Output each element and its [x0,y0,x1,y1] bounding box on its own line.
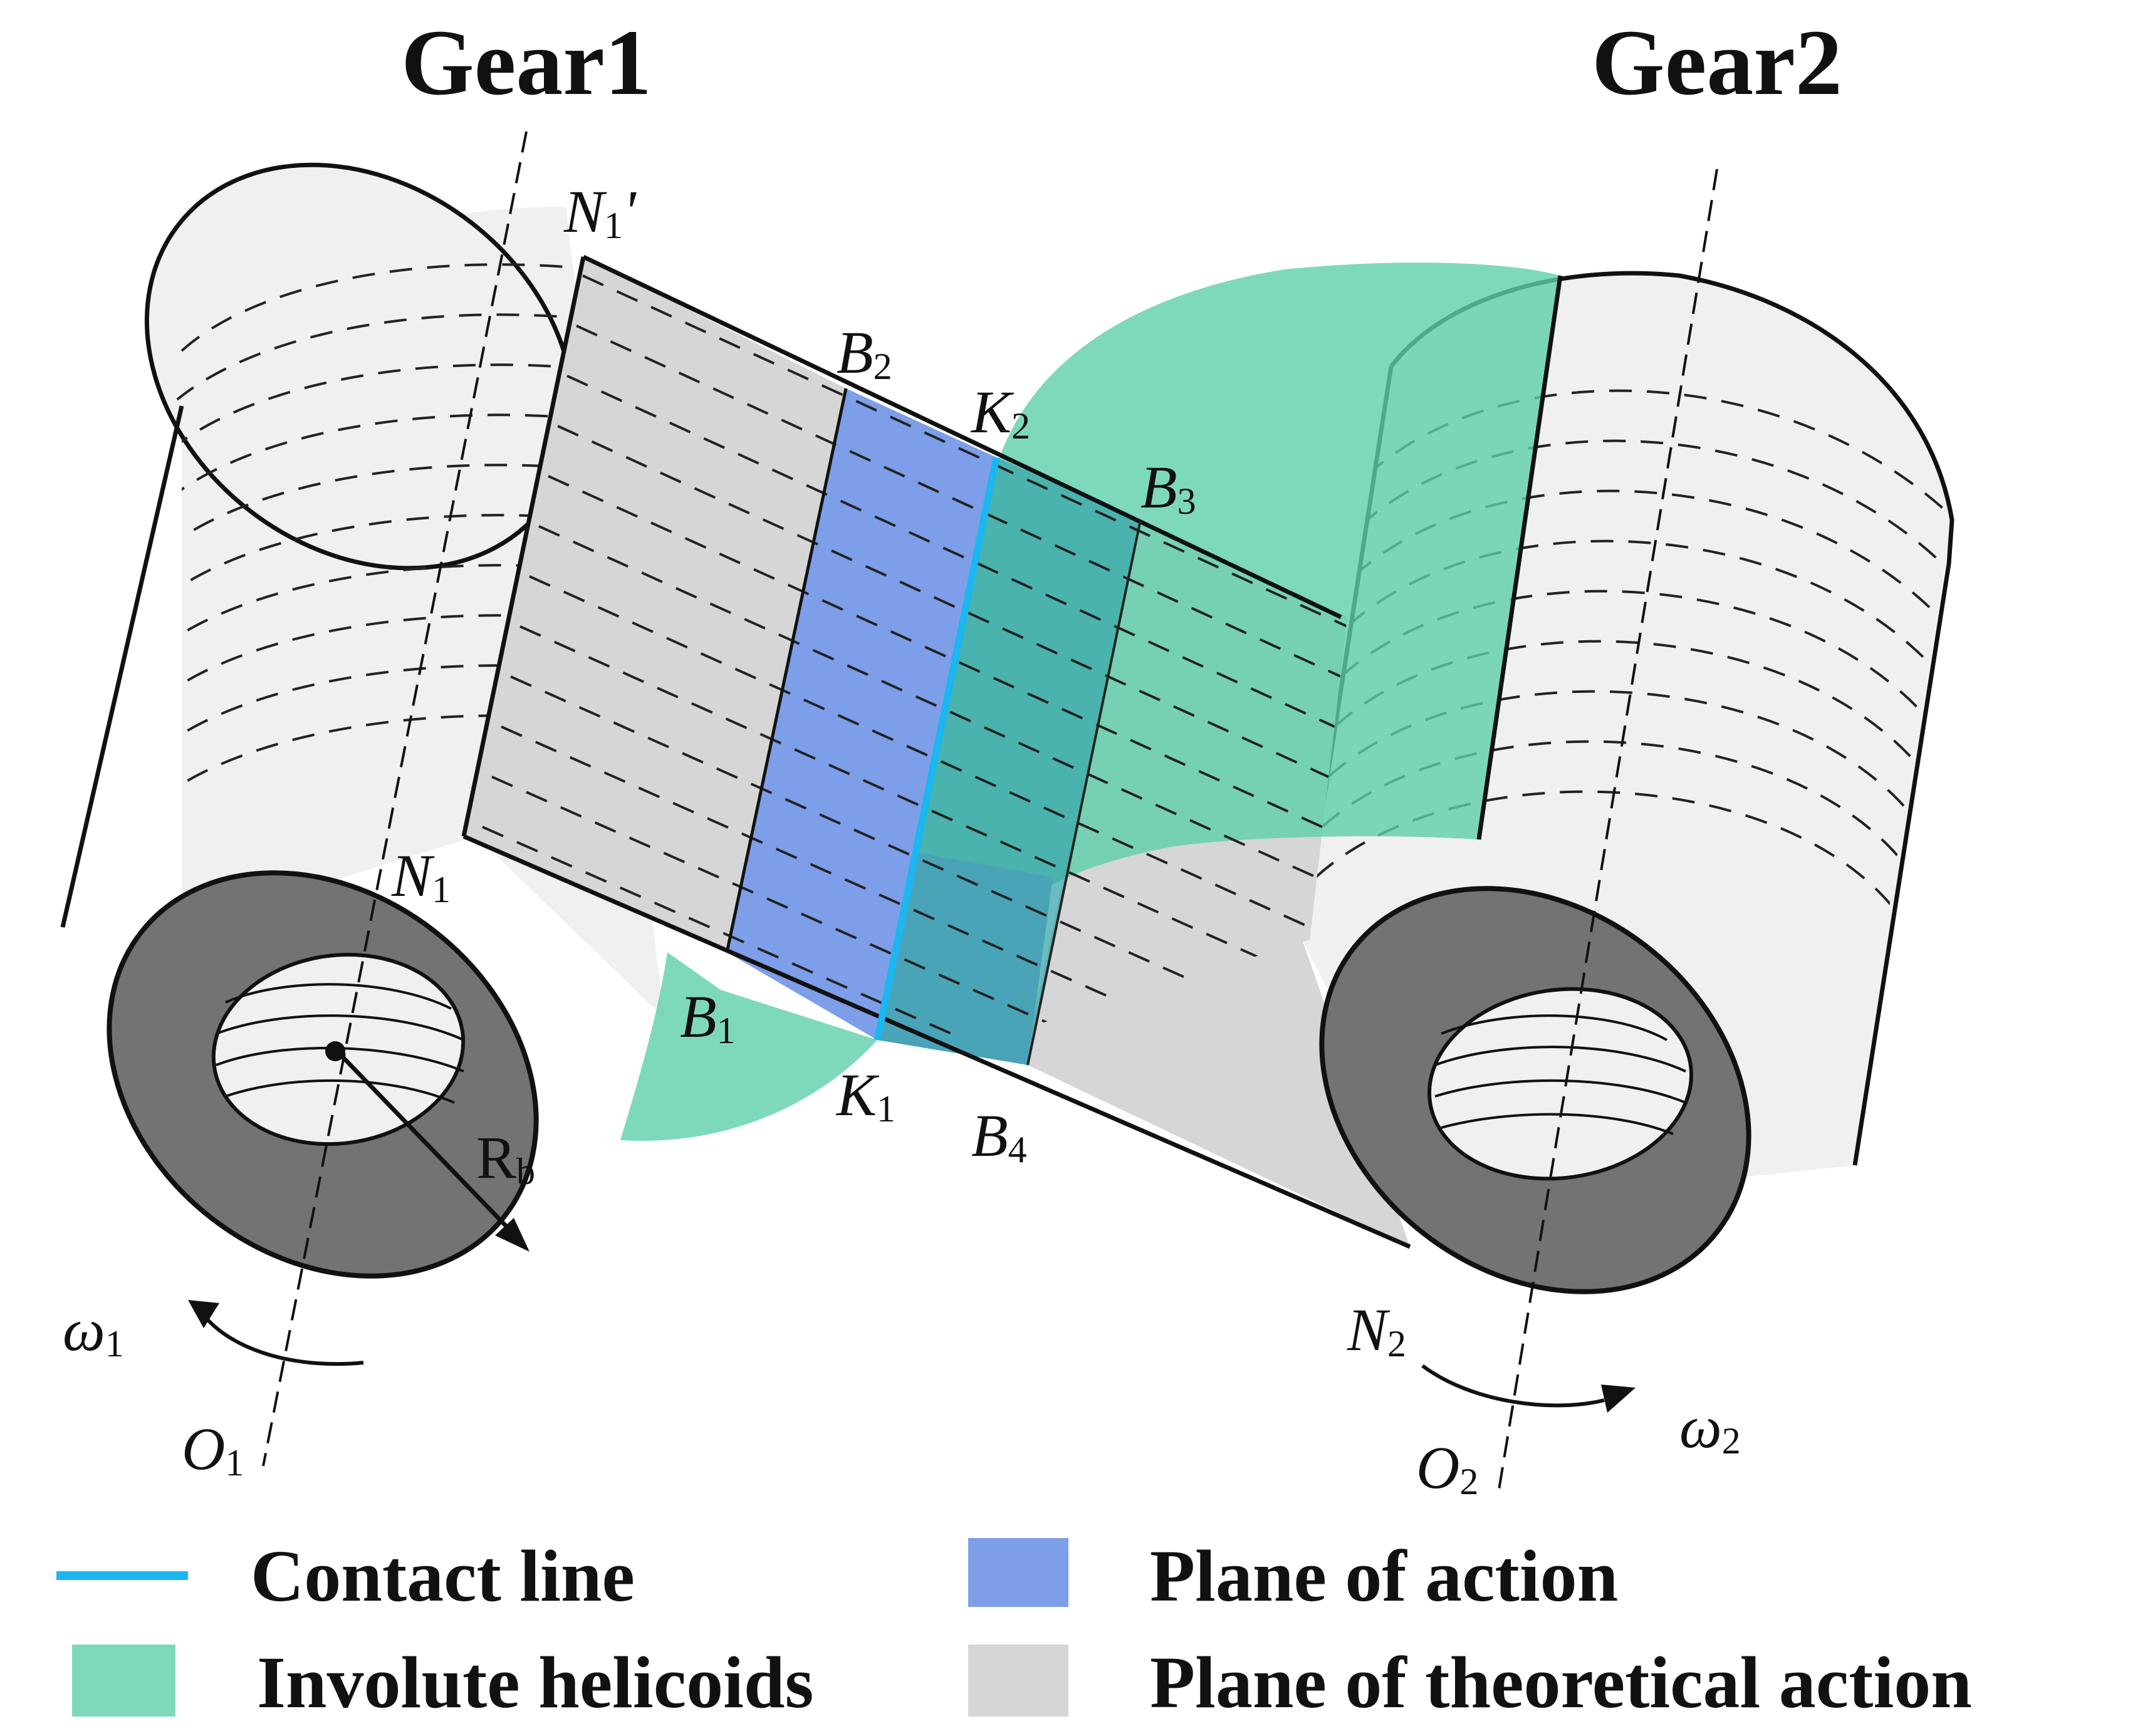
legend-plane-action-swatch [968,1538,1068,1607]
gear1-tooth-lines [155,263,596,803]
legend-contact-line-label: Contact line [251,1535,635,1617]
gear1-title: Gear1 [401,11,652,115]
gear2-tangent-edge [1476,275,1563,840]
plane-of-action-right [877,457,1140,1065]
label-b4: B4 [971,1102,1027,1170]
gear2-axis [1496,169,1718,1498]
gear1-axis [262,131,528,1467]
n1-edge [461,256,586,837]
gear1-front-face [107,870,539,1279]
label-n1: N1 [391,842,451,910]
base-radius-arrow [337,1051,530,1252]
gear2-title: Gear2 [1592,11,1842,115]
label-b2: B2 [837,319,892,387]
gear2-bore [1427,987,1694,1181]
label-n2: N2 [1347,1296,1406,1364]
label-o1: O1 [182,1415,244,1484]
label-omega1: ω1 [63,1296,124,1364]
label-o2: O2 [1416,1434,1478,1502]
gear1-silhouette-left [60,405,184,928]
label-k2: K2 [970,378,1030,447]
label-n1-prime: N1' [563,178,637,246]
gear1-cylinder [60,162,664,1018]
label-omega2: ω2 [1679,1393,1741,1462]
label-rb: Rb [476,1124,535,1192]
label-b3: B3 [1140,454,1196,522]
label-k1: K1 [835,1061,895,1130]
legend-involute-swatch [72,1645,175,1717]
legend-involute-label: Involute helicoids [257,1641,813,1723]
rotation-arrow-w2 [1421,1364,1636,1413]
contact-line [874,456,1000,1041]
b3-edge [1026,519,1142,1066]
gear2-front-face [1319,886,1751,1294]
b1-b2-edge [725,388,848,953]
label-b1: B1 [680,983,736,1051]
plane-of-theoretical-action [464,257,846,952]
legend-plane-theoretical-label: Plane of theoretical action [1150,1641,1972,1723]
rotation-arrow-w1 [188,1300,364,1366]
band-bottom-edge [462,834,1411,1249]
legend-plane-theoretical-swatch [968,1645,1068,1717]
involute-helicoid-gear1 [620,952,877,1141]
legend: Contact line Involute helicoids Plane of… [56,1535,1972,1723]
band-top-edge [582,254,1342,620]
plane-of-action [727,388,996,1040]
legend-plane-action-label: Plane of action [1150,1535,1618,1617]
